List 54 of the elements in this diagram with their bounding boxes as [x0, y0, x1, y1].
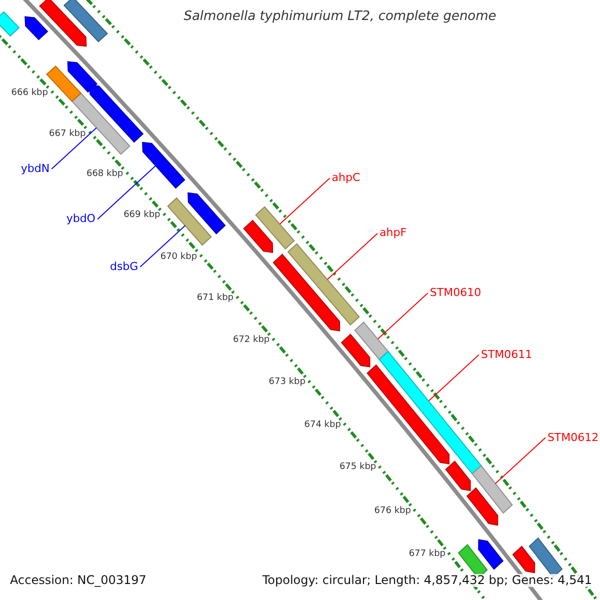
leader-line: [494, 437, 546, 484]
gene-segment: [466, 487, 498, 526]
gene-segment: [167, 197, 212, 246]
gene-segment: [46, 66, 82, 102]
gene-segment: [472, 464, 513, 514]
gene-segment: [39, 0, 87, 47]
position-label: 676 kbp: [374, 506, 411, 516]
gene-segment: [340, 334, 370, 368]
gene-label: STM0612: [547, 432, 599, 444]
gene-segment: [71, 92, 130, 155]
genome-info-text: Topology: circular; Length: 4,857,432 bp; Genes: 4,541: [262, 574, 592, 588]
gene-segment: [63, 0, 108, 42]
position-label: 670 kbp: [160, 252, 198, 262]
gene-segment: [67, 61, 98, 93]
gene-segment: [354, 321, 389, 360]
gene-segment: [478, 539, 504, 570]
position-label: 667 kbp: [49, 130, 86, 140]
leader-line: [377, 292, 428, 340]
title: Salmonella typhimurium LT2, complete genome: [184, 10, 496, 24]
position-label: 677 kbp: [408, 550, 446, 560]
accession-text: Accession: NC_003197: [10, 574, 146, 588]
gene-label: dsbG: [110, 260, 138, 273]
leader-line: [428, 354, 480, 402]
gene-segment: [89, 84, 144, 143]
leader-line: [327, 232, 378, 280]
gene-segment: [445, 460, 471, 492]
gene-segment: [512, 546, 536, 574]
position-label: 671 kbp: [196, 294, 234, 304]
gene-segment: [272, 254, 340, 332]
gene-label: STM0611: [480, 348, 532, 361]
leader-line: [51, 127, 97, 170]
position-label: 675 kbp: [339, 464, 376, 474]
position-label: 668 kbp: [86, 170, 124, 180]
gene-label: STM0610: [430, 286, 482, 300]
gene-segment: [142, 142, 186, 189]
gene-segment: [378, 350, 482, 474]
gene-label: ybdO: [66, 213, 96, 226]
gene-segment: [24, 16, 48, 40]
gene-label: ahpF: [380, 227, 407, 240]
position-label: 669 kbp: [124, 211, 160, 222]
gene-segment: [0, 11, 20, 37]
gene-segment: [243, 220, 274, 253]
leader-line: [140, 225, 186, 268]
gene-segment: [188, 192, 226, 234]
gene-segment: [255, 206, 295, 250]
position-label: 674 kbp: [304, 420, 341, 431]
gene-label: ahpC: [332, 172, 360, 184]
position-label: 673 kbp: [268, 378, 306, 388]
leader-line: [97, 165, 156, 220]
gene-label: ybdN: [20, 162, 50, 176]
leader-line: [279, 178, 330, 225]
position-label: 672 kbp: [232, 336, 270, 346]
position-label: 666 kbp: [11, 89, 48, 100]
gene-segment: [287, 243, 360, 326]
